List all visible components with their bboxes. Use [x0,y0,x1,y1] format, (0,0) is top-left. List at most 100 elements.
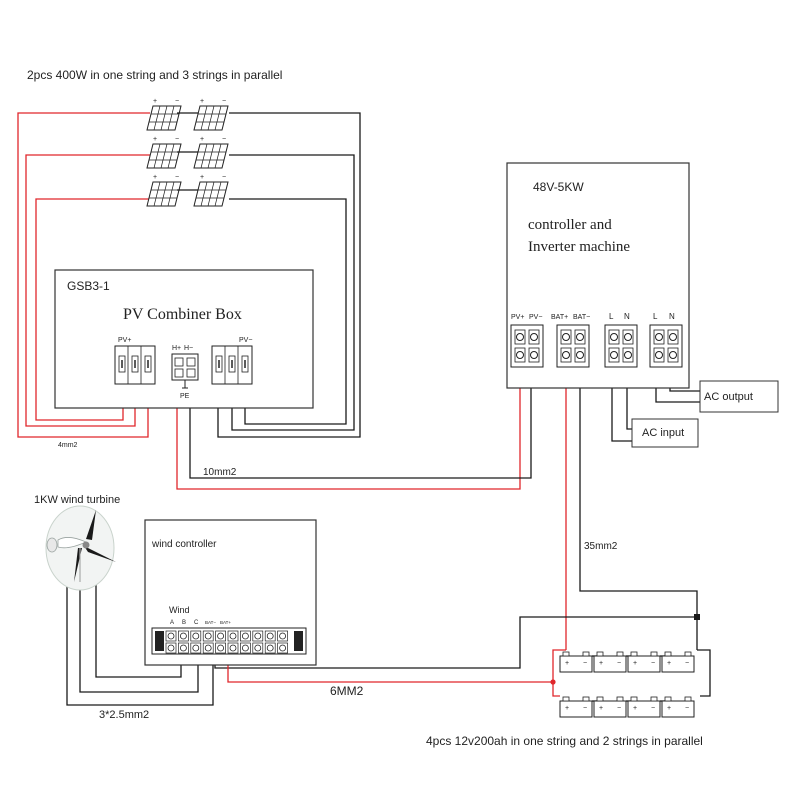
pv-minus-label: − [222,98,226,105]
terminal-screw-housing [240,642,251,654]
terminal-screw-housing [215,642,226,654]
cable-label-wind-dc: 6MM2 [330,684,364,698]
pv-minus-label: − [175,174,179,181]
cable-label-battery: 35mm2 [584,541,618,552]
battery-minus-label: − [617,660,621,667]
solar-panel-icon [146,105,182,131]
inverter-unit: 48V-5KW controller and Inverter machine … [506,162,690,389]
terminal-screw-icon [279,632,287,640]
battery-plus-label: + [667,660,671,667]
battery-bank: + − + − + − + − + − + − + − + − [559,651,695,718]
solar-panel-icon [146,143,182,169]
terminal-screw-icon [179,632,187,640]
terminal-screw-housing [202,630,214,642]
terminal-screw-housing [264,630,276,642]
combiner-pv-minus-label: PV− [239,337,252,344]
inverter-terminal-label: N [669,312,675,321]
wind-terminal-label: BAT− [205,620,216,625]
combiner-name: PV Combiner Box [123,306,242,323]
terminal-screw-icon [217,644,225,652]
terminal-screw-housing [252,642,264,654]
terminal-screw-housing [240,630,251,642]
battery-negative-wire [579,367,698,650]
battery-plus-label: + [599,705,603,712]
wind-terminal-label: C [194,620,199,626]
battery-plus-label: + [633,705,637,712]
battery-row-top: + − + − + − + − [559,651,695,673]
wind-turbine-label: 1KW wind turbine [34,494,120,506]
wind-controller: wind controller Wind A B C BAT− BAT+ [144,519,317,666]
combiner-box-frame [54,269,314,409]
battery-plus-label: + [667,705,671,712]
terminal-screw-icon [266,644,274,652]
pv-row-1: + − + − [146,98,229,131]
battery-bank-positive-bus [552,649,566,697]
pv-minus-label: − [222,136,226,143]
pv-plus-fuse-block [114,345,156,385]
pv-plus-label: + [153,174,157,181]
combiner-model: GSB3-1 [67,279,110,293]
string3-negative-wire [229,198,347,425]
terminal-screw-icon [167,632,175,640]
terminal-screw-housing [202,642,214,654]
terminal-screw-housing [215,630,226,642]
inverter-ac-input-terminal-block [604,324,638,368]
battery-bank-negative-bus [697,649,711,697]
ac-output-label: AC output [704,391,753,403]
pv-plus-label: + [153,98,157,105]
solar-panel-array: + − + − + − + − + − + − [146,98,229,207]
pv-main-negative-wire [189,367,532,479]
combiner-h-plus-label: H+ [172,345,181,352]
battery-minus-label: − [583,705,587,712]
solar-panel-icon [193,181,229,207]
ac-input-label: AC input [642,427,684,439]
turbine-wire-a [66,582,214,706]
inverter-terminal-label: BAT+ [551,314,568,321]
terminal-screw-icon [179,644,187,652]
terminal-screw-icon [204,644,212,652]
terminal-screw-housing [264,642,276,654]
terminal-screw-icon [254,644,262,652]
wind-terminal-label: A [170,620,174,626]
inverter-pv-terminal-block [510,324,544,368]
pv-plus-label: + [200,174,204,181]
cable-label-pv-main: 10mm2 [203,467,237,478]
terminal-screw-housing [190,642,202,654]
terminal-screw-icon [192,644,200,652]
turbine-wire-b [79,582,199,693]
string2-negative-wire [229,154,355,431]
terminal-screw-icon [254,632,262,640]
inverter-ac-output-terminal-block [649,324,683,368]
pv-plus-label: + [153,136,157,143]
pv-minus-label: − [175,136,179,143]
turbine-wire-c [95,582,182,678]
diagram-title: 2pcs 400W in one string and 3 strings in… [27,68,282,82]
pv-string-wires [17,112,361,438]
ac-output-box: AC output [699,380,779,413]
battery-minus-label: − [651,705,655,712]
inverter-terminal-label: L [609,312,614,321]
inverter-name-line1: controller and [528,217,612,233]
ac-input-wire-l [611,367,632,442]
terminal-screw-icon [229,632,237,640]
battery-minus-label: − [651,660,655,667]
battery-minus-label: − [685,660,689,667]
inverter-terminal-label: PV− [529,314,542,321]
battery-positive-junction [550,679,556,685]
solar-panel-icon [193,105,229,131]
pv-combiner-box: GSB3-1 PV Combiner Box PV+ H+ H− PE [54,269,314,409]
wind-controller-wind-label: Wind [169,605,190,615]
terminal-screw-housing [165,642,177,654]
inverter-bat-terminal-block [556,324,590,368]
terminal-screw-housing [190,630,202,642]
terminal-screw-housing [178,630,189,642]
battery-caption: 4pcs 12v200ah in one string and 2 string… [426,734,703,748]
string2-positive-wire [25,154,150,427]
inverter-terminal-label: N [624,312,630,321]
wind-turbine-icon [45,505,116,591]
wind-controller-name: wind controller [151,539,217,550]
pv-row-2: + − + − [146,136,229,169]
battery-negative-junction [694,614,700,620]
terminal-screw-icon [241,632,249,640]
pv-minus-label: − [175,98,179,105]
